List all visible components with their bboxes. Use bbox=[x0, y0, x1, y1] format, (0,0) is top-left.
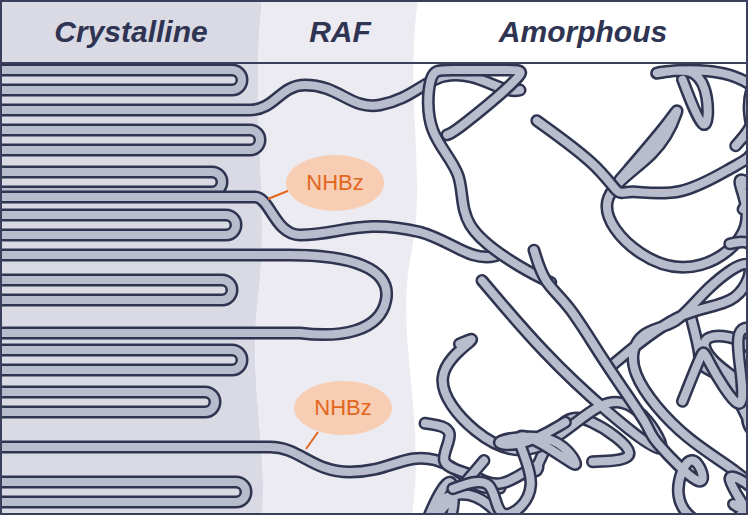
chain-outline bbox=[0, 482, 246, 502]
chain-fill bbox=[0, 172, 222, 192]
chain-outline bbox=[730, 477, 748, 515]
region-band: Amorphous bbox=[418, 0, 748, 515]
chain-outline bbox=[453, 422, 576, 514]
chain-fill bbox=[0, 280, 232, 300]
chain-fill bbox=[0, 70, 242, 90]
region-heading: RAF bbox=[262, 0, 418, 63]
chain-fill bbox=[0, 215, 236, 235]
chain-outline bbox=[682, 242, 748, 404]
chain-fill bbox=[0, 255, 387, 335]
chain-outline bbox=[0, 172, 222, 192]
chain-outline bbox=[0, 70, 242, 90]
chain-outline bbox=[0, 130, 260, 150]
leader-line bbox=[306, 432, 318, 449]
chain-fill bbox=[453, 422, 576, 514]
chain-fill bbox=[730, 477, 748, 515]
region-band: RAFNHBzNHBz bbox=[262, 0, 418, 515]
chain-outline bbox=[0, 350, 242, 370]
chain-outline bbox=[0, 447, 500, 488]
group-label: NHBz bbox=[314, 395, 371, 421]
chain-fill bbox=[0, 350, 242, 370]
region-band: Crystalline bbox=[0, 0, 262, 515]
group-label: NHBz bbox=[306, 170, 363, 196]
chain-fill bbox=[0, 392, 215, 412]
chain-fill bbox=[0, 75, 520, 110]
chain-fill bbox=[537, 84, 748, 193]
chain-outline bbox=[0, 392, 215, 412]
group-ellipse: NHBz bbox=[294, 381, 391, 435]
chain-fill bbox=[534, 250, 748, 515]
chain-fill bbox=[0, 197, 495, 257]
chain-outline bbox=[0, 280, 232, 300]
chain-fill bbox=[0, 130, 260, 150]
chain-fill bbox=[0, 482, 246, 502]
region-heading: Amorphous bbox=[418, 0, 748, 63]
leader-line bbox=[268, 190, 290, 199]
group-ellipse: NHBz bbox=[286, 155, 383, 211]
chain-fill bbox=[682, 242, 748, 404]
chain-outline bbox=[0, 215, 236, 235]
chain-outline bbox=[534, 250, 748, 515]
chain-outline bbox=[0, 197, 495, 257]
polymer-chains bbox=[0, 70, 748, 515]
chain-outline bbox=[0, 75, 520, 110]
chain-fill bbox=[0, 447, 500, 488]
chain-outline bbox=[537, 84, 748, 193]
chain-outline bbox=[0, 255, 387, 335]
header-rule bbox=[0, 62, 748, 64]
region-heading: Crystalline bbox=[0, 0, 262, 63]
